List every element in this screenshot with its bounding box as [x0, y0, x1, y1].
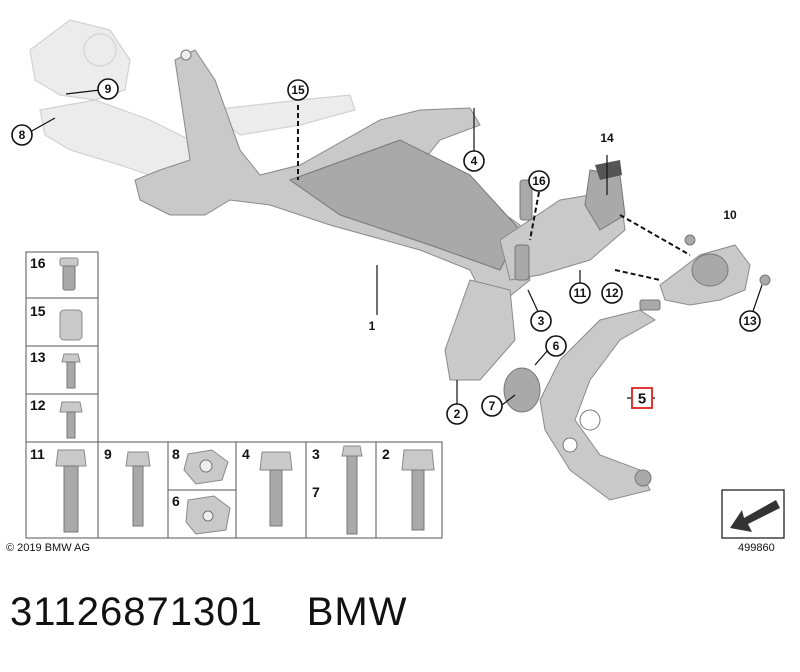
svg-text:7: 7 [489, 399, 496, 413]
svg-text:10: 10 [723, 208, 737, 222]
grid-part-8-nut [183, 449, 229, 485]
grid-part-11-bolt [55, 449, 87, 533]
svg-text:15: 15 [291, 83, 305, 97]
callout-15: 15 [287, 79, 309, 101]
grid-label-15: 15 [30, 303, 46, 319]
grid-part-6-square-nut [185, 495, 231, 535]
svg-text:14: 14 [600, 131, 614, 145]
callout-14: 14 [600, 131, 614, 145]
callout-1: 1 [369, 319, 376, 333]
grid-part-12-bolt [59, 401, 83, 439]
grid-part-15-bushing [59, 309, 83, 341]
front-axle-subframe [134, 49, 626, 381]
part-caption: 31126871301 BMW [10, 590, 408, 635]
svg-text:8: 8 [19, 128, 26, 142]
grid-label-11: 11 [30, 446, 45, 462]
svg-text:9: 9 [105, 82, 112, 96]
grid-label-13: 13 [30, 349, 46, 365]
svg-text:11: 11 [574, 286, 587, 300]
part-number: 31126871301 [10, 590, 263, 634]
callout-16: 16 [528, 170, 550, 192]
callout-10: 10 [723, 208, 737, 222]
callout-11: 11 [569, 282, 591, 304]
direction-indicator-icon [721, 489, 785, 539]
callout-7: 7 [481, 395, 503, 417]
svg-text:13: 13 [743, 314, 757, 328]
callout-13: 13 [739, 310, 761, 332]
copyright-notice: © 2019 BMW AG [6, 542, 90, 554]
callout-6: 6 [545, 335, 567, 357]
svg-text:1: 1 [369, 319, 376, 333]
grid-label-2: 2 [382, 446, 390, 462]
grid-label-6: 6 [172, 493, 180, 509]
leader-lines [29, 89, 763, 407]
shim-plate [595, 160, 622, 180]
grid-label-12: 12 [30, 397, 46, 413]
svg-text:2: 2 [454, 407, 461, 421]
diagram-number: 499860 [738, 542, 775, 554]
grid-part-3-bolt [341, 445, 363, 535]
callout-5-highlighted: 5 [631, 387, 653, 409]
grid-part-4-bolt [259, 451, 293, 527]
callout-3: 3 [530, 310, 552, 332]
grid-part-2-bolt [401, 449, 435, 531]
grid-part-13-bolt [61, 353, 81, 389]
wishbone-control-arm [503, 299, 661, 501]
brand-name: BMW [306, 590, 408, 634]
parts-diagram: 1 2 3 4 5 6 7 8 9 10 11 12 13 14 15 16 [11, 19, 785, 539]
rubber-mount [659, 234, 771, 306]
svg-text:5: 5 [638, 391, 646, 408]
svg-text:3: 3 [538, 314, 545, 328]
callout-9: 9 [97, 78, 119, 100]
grid-label-3: 3 [312, 446, 320, 462]
grid-label-4: 4 [242, 446, 250, 462]
svg-text:6: 6 [553, 339, 560, 353]
grid-label-9: 9 [104, 446, 112, 462]
callout-2: 2 [446, 403, 468, 425]
svg-text:12: 12 [605, 286, 619, 300]
grid-label-16: 16 [30, 255, 46, 271]
callout-12: 12 [601, 282, 623, 304]
grid-label-7: 7 [312, 484, 320, 500]
callout-4: 4 [463, 150, 485, 172]
fastener-grid: 16 15 13 12 11 9 8 6 4 3 7 2 [25, 251, 443, 539]
svg-text:16: 16 [532, 174, 546, 188]
grid-label-8: 8 [172, 446, 180, 462]
grid-part-16-sleeve [59, 257, 79, 291]
callout-8: 8 [11, 124, 33, 146]
grid-part-9-bolt [125, 451, 151, 527]
svg-text:4: 4 [471, 154, 478, 168]
